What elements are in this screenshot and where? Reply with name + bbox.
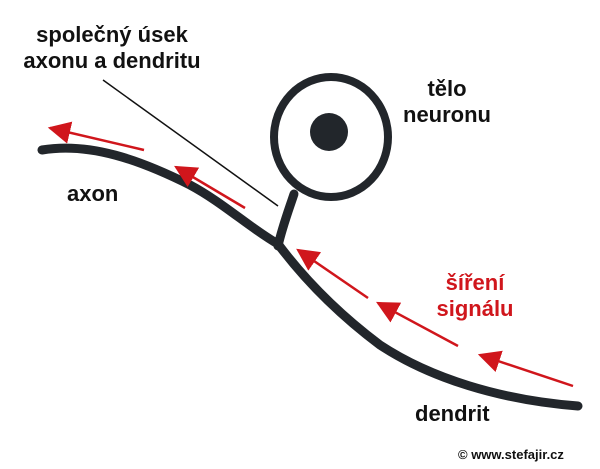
signal-label: šíření signálu xyxy=(420,270,530,322)
shared-segment-label-line-1: společný úsek xyxy=(36,22,188,47)
nucleus-dot xyxy=(310,113,348,151)
shared-segment-stalk xyxy=(273,189,299,251)
copyright-notice: © www.stefajir.cz xyxy=(458,447,564,462)
signal-arrow-4 xyxy=(174,165,246,210)
shared-segment-pointer xyxy=(102,79,279,207)
shared-segment-label-line-2: axonu a dendritu xyxy=(23,48,201,73)
shared-segment-label: společný úsek axonu a dendritu xyxy=(6,22,218,74)
signal-label-line-1: šíření xyxy=(445,270,505,295)
cell-body-label-line-1: tělo xyxy=(427,76,467,101)
dendrite-fiber xyxy=(273,239,583,411)
signal-arrow-5 xyxy=(47,121,145,152)
cell-body-label: tělo neuronu xyxy=(388,76,506,128)
signal-arrow-3 xyxy=(296,248,369,300)
signal-arrow-2 xyxy=(376,301,459,348)
axon-label: axon xyxy=(67,181,119,206)
signal-arrow-1 xyxy=(477,350,574,388)
dendrite-label: dendrit xyxy=(415,401,490,426)
cell-body-label-line-2: neuronu xyxy=(403,102,491,127)
signal-label-line-2: signálu xyxy=(436,296,514,321)
